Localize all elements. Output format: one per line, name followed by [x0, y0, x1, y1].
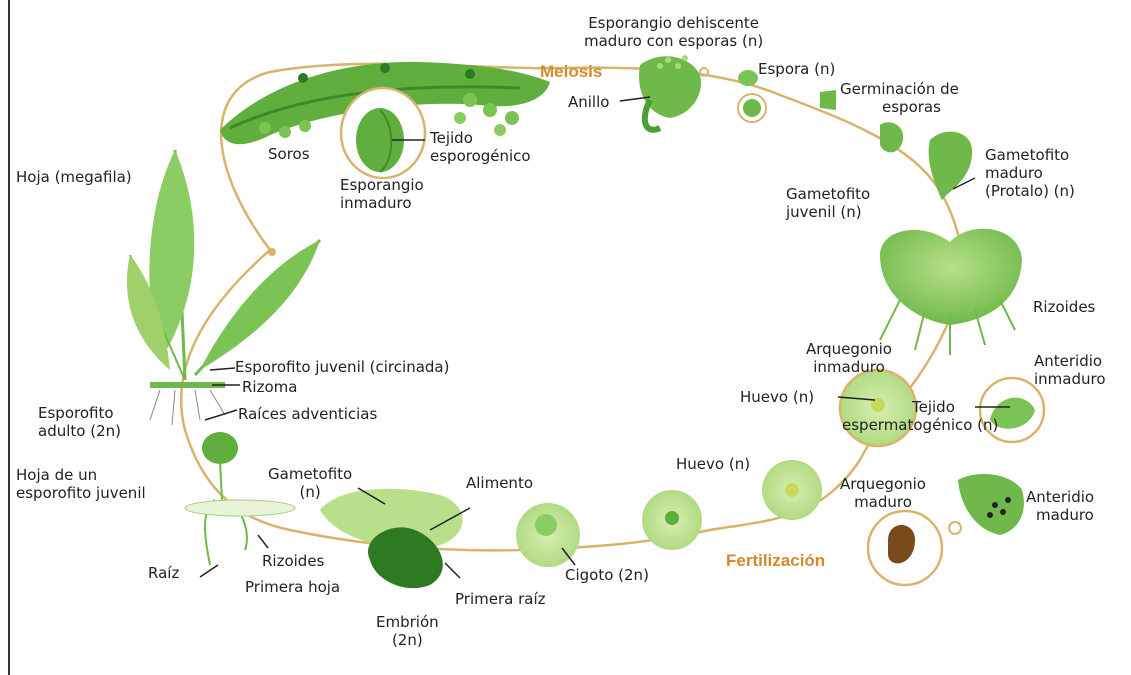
mature-prothallus-figure — [879, 228, 1022, 355]
label-soros: Soros — [268, 145, 310, 163]
label-alimento: Alimento — [466, 474, 534, 492]
label-esporofito-juvenil-circinada: Esporofito juvenil (circinada) — [235, 358, 450, 376]
label-gametofito-lower: Gametofito(n) — [268, 465, 353, 501]
archegonium-circle-figure — [838, 368, 918, 448]
stage-fertilizacion: Fertilización — [726, 551, 826, 570]
fertilization-circle-figure — [866, 509, 962, 587]
label-rizoides-right: Rizoides — [1033, 298, 1096, 316]
juvenile-gametophyte-figures — [880, 122, 973, 200]
embryo-figure — [320, 488, 463, 589]
label-hoja-megafila: Hoja (megafila) — [16, 168, 132, 186]
spore-figures — [737, 70, 836, 123]
adult-fern-figure — [126, 149, 322, 426]
egg-and-zygote-figures — [516, 460, 822, 567]
label-espora: Espora (n) — [758, 60, 836, 78]
antheridium-circle-figure — [978, 376, 1046, 444]
cycle-node-dot — [699, 67, 709, 77]
label-raiz: Raíz — [148, 564, 180, 582]
left-border-rule — [8, 0, 10, 675]
label-rizoides-left: Rizoides — [262, 552, 325, 570]
immature-sporangium-figure — [339, 86, 427, 180]
pointer-lines — [199, 96, 1010, 579]
label-primera-raiz: Primera raíz — [455, 590, 546, 608]
dehiscent-sporangium-figure — [639, 55, 701, 133]
label-embrion: Embrión(2n) — [376, 613, 439, 649]
label-cigoto: Cigoto (2n) — [565, 566, 649, 584]
label-huevo-upper: Huevo (n) — [740, 388, 815, 406]
label-primera-hoja: Primera hoja — [245, 578, 341, 596]
mature-antheridium-figure — [958, 474, 1024, 535]
cycle-node-dot — [268, 248, 276, 256]
label-raices-adventicias: Raíces adventicias — [238, 405, 378, 423]
label-huevo-lower: Huevo (n) — [676, 455, 751, 473]
young-sporophyte-figure — [184, 432, 296, 566]
label-anillo: Anillo — [568, 93, 610, 111]
stage-meiosis: Meiosis — [540, 62, 603, 81]
label-rizoma: Rizoma — [242, 378, 298, 396]
